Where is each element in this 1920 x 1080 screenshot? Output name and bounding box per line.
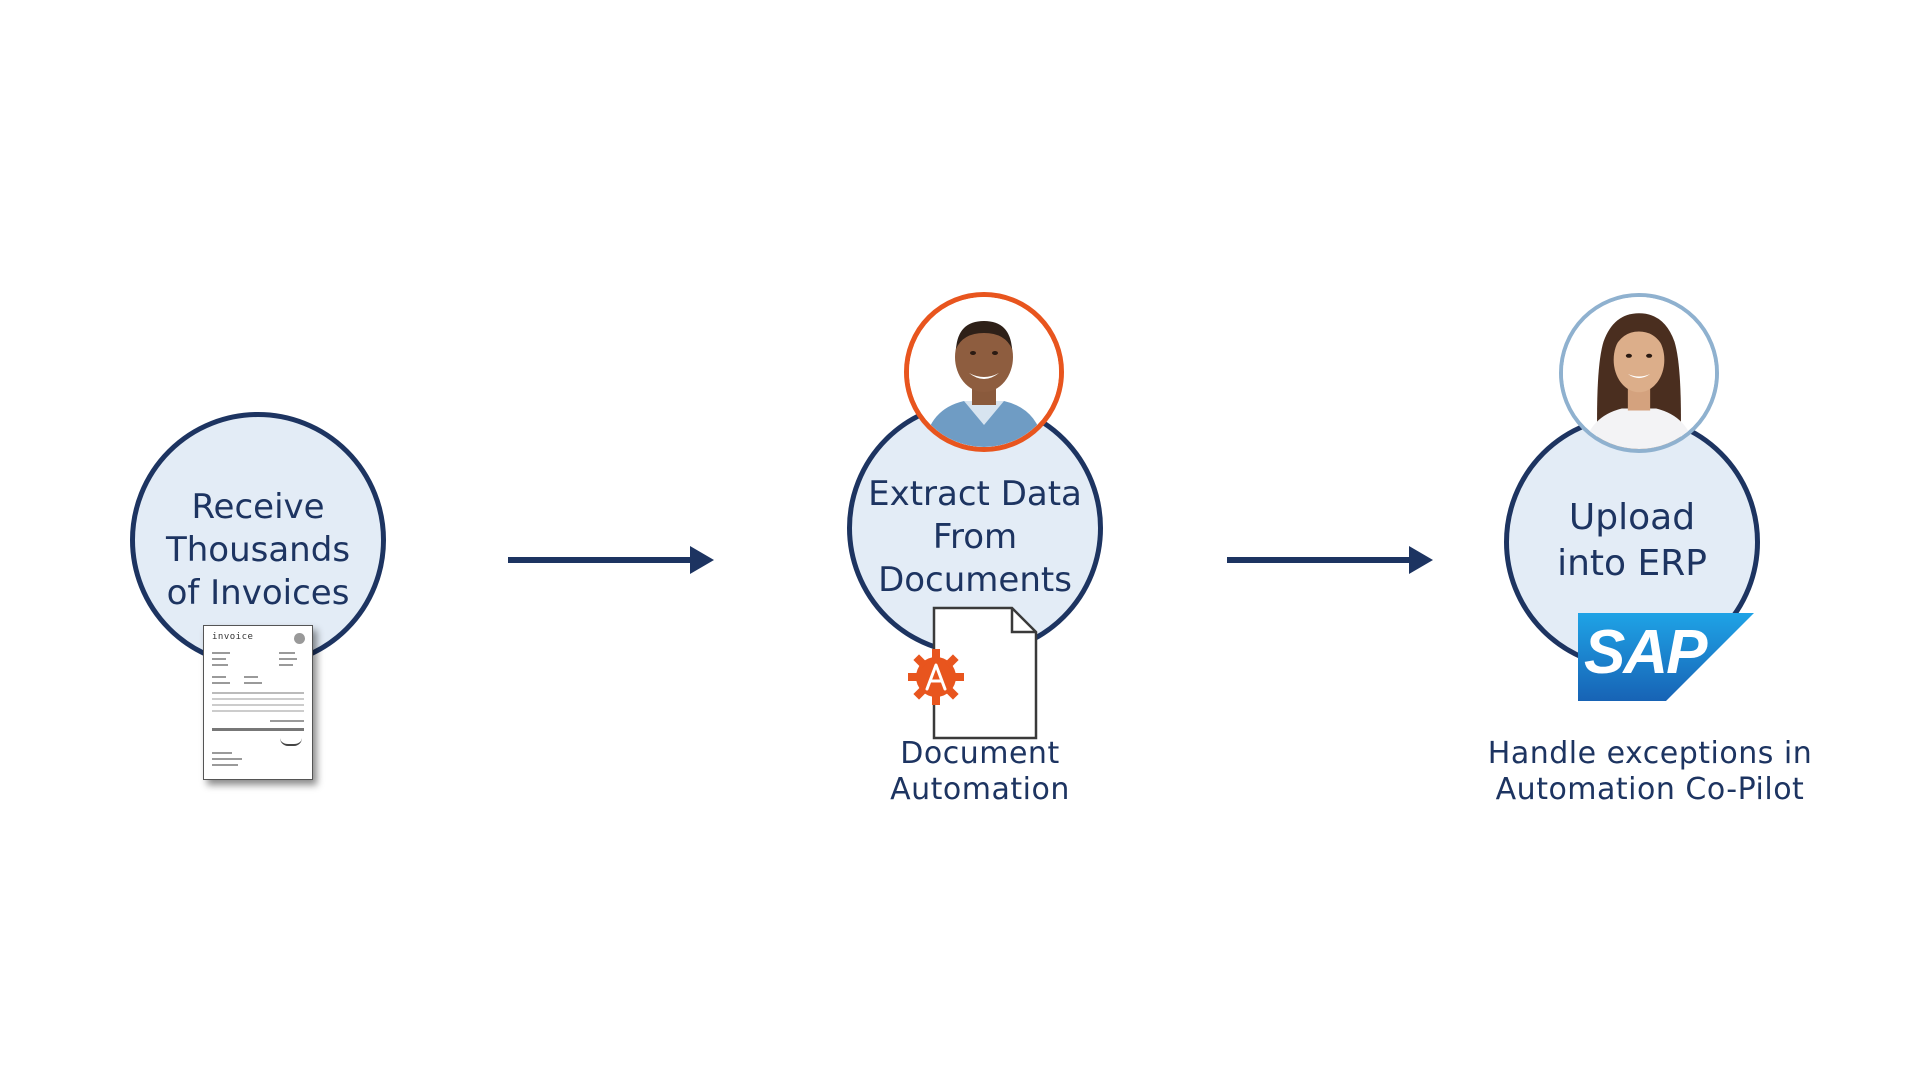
automation-gear-icon bbox=[908, 649, 964, 705]
woman-avatar-graphic bbox=[1563, 297, 1715, 449]
sap-logo: SAP bbox=[1578, 613, 1754, 701]
sap-logo-text: SAP bbox=[1584, 618, 1707, 687]
step-extract-label: Extract Data From Documents bbox=[868, 474, 1082, 600]
document-icon bbox=[932, 606, 1038, 740]
document-automation-caption: Document Automation bbox=[890, 736, 1070, 807]
flow-arrow-1 bbox=[508, 546, 714, 574]
sap-logo-shape bbox=[1578, 613, 1754, 701]
woman-avatar bbox=[1559, 293, 1719, 453]
man-avatar bbox=[904, 292, 1064, 452]
step-upload-label: Upload into ERP bbox=[1557, 497, 1707, 584]
automation-copilot-caption: Handle exceptions in Automation Co-Pilot bbox=[1487, 736, 1813, 807]
signature bbox=[280, 738, 302, 746]
invoice-title: invoice bbox=[212, 632, 254, 642]
invoice-document-icon: invoice bbox=[203, 625, 313, 780]
step-receive-label: Receive Thousands of Invoices bbox=[165, 487, 351, 613]
invoice-badge bbox=[294, 633, 305, 644]
man-avatar-graphic bbox=[909, 297, 1059, 447]
flow-arrow-2 bbox=[1227, 546, 1433, 574]
